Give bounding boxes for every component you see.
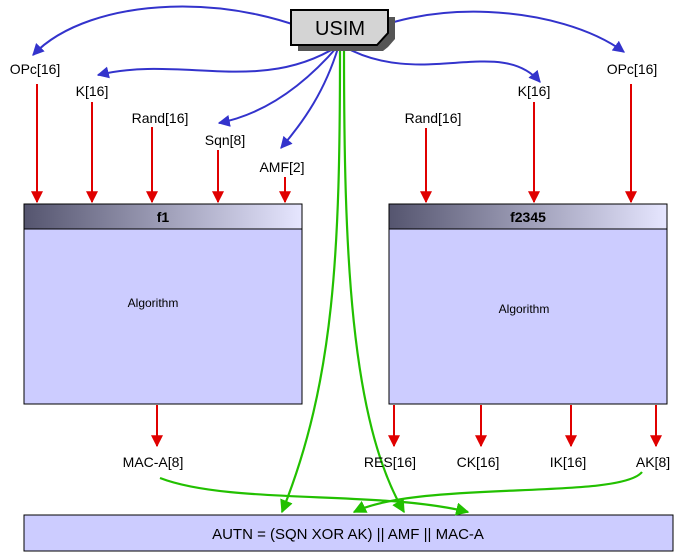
label-ck: CK[16]	[457, 454, 500, 470]
input-labels: OPc[16] K[16] Rand[16] Sqn[8] AMF[2] Ran…	[10, 61, 658, 175]
label-sqn: Sqn[8]	[205, 132, 245, 148]
arrow-usim-to-amf	[280, 47, 339, 149]
f2345-header	[388, 203, 668, 230]
label-k-left: K[16]	[76, 83, 109, 99]
autn-rect	[23, 514, 674, 552]
f1-block: f1 Algorithm	[23, 203, 303, 405]
label-rand-left: Rand[16]	[132, 110, 189, 126]
arrow-usim-amf-to-autn	[342, 47, 405, 514]
label-opc-left: OPc[16]	[10, 61, 61, 77]
red-output-arrows	[151, 405, 662, 448]
usim-label: USIM	[315, 18, 365, 40]
autn-box: AUTN = (SQN XOR AK) || AMF || MAC-A	[23, 514, 674, 552]
f2345-algorithm-label: Algorithm	[499, 302, 550, 316]
f1-title: f1	[157, 209, 170, 225]
f2345-block: f2345 Algorithm	[388, 203, 668, 405]
usim-box	[290, 9, 389, 46]
green-arrows	[159, 47, 643, 516]
arrow-usim-sqn-to-autn	[280, 47, 342, 514]
output-labels: MAC-A[8] RES[16] CK[16] IK[16] AK[8]	[123, 454, 670, 470]
label-ik: IK[16]	[550, 454, 587, 470]
label-k-right: K[16]	[518, 83, 551, 99]
label-res: RES[16]	[364, 454, 416, 470]
label-opc-right: OPc[16]	[607, 61, 658, 77]
autn-formula: AUTN = (SQN XOR AK) || AMF || MAC-A	[212, 526, 484, 543]
label-rand-right: Rand[16]	[405, 110, 462, 126]
label-ak: AK[8]	[636, 454, 670, 470]
arrow-ak-to-autn	[352, 471, 643, 513]
arrow-maca-to-autn	[159, 476, 470, 516]
f1-algorithm-label: Algorithm	[128, 296, 179, 310]
f1-body	[23, 203, 303, 405]
f1-header	[23, 203, 303, 230]
f2345-title: f2345	[510, 209, 546, 225]
arrow-usim-to-k-right	[342, 45, 541, 83]
arrow-usim-to-k-left	[96, 45, 339, 79]
label-mac-a: MAC-A[8]	[123, 454, 184, 470]
usim-node: USIM	[290, 9, 395, 51]
red-input-arrows	[31, 84, 637, 204]
arrow-usim-to-sqn	[217, 45, 339, 127]
label-amf: AMF[2]	[259, 159, 304, 175]
